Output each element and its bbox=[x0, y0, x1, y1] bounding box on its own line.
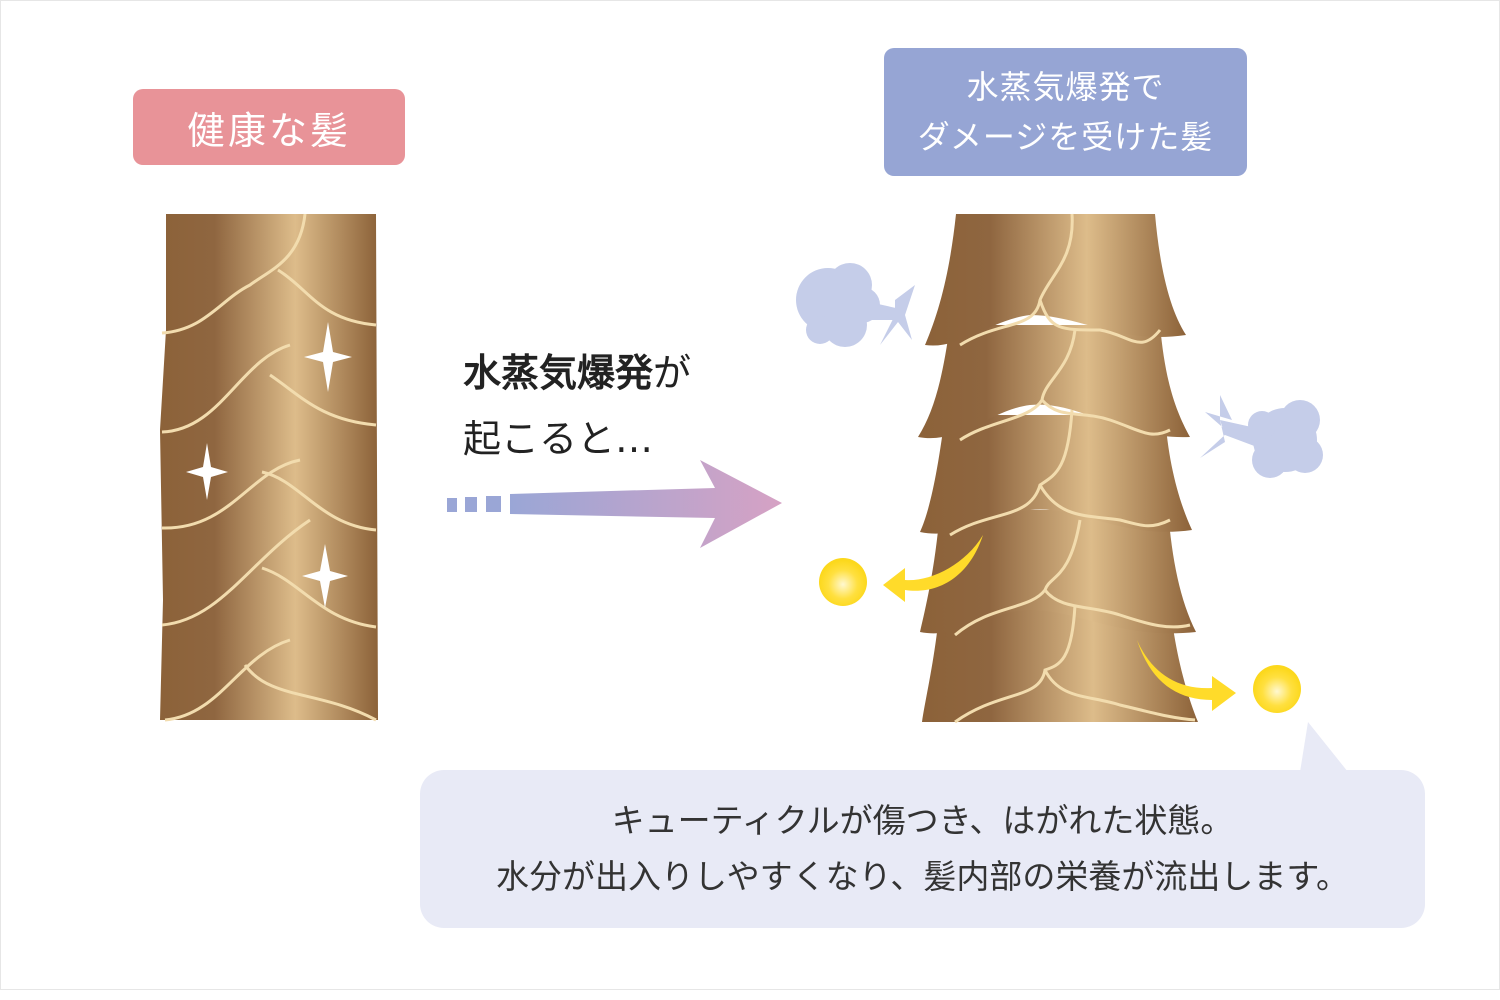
sparkle-icons bbox=[186, 322, 352, 608]
explanation-callout: キューティクルが傷つき、はがれた状態。 水分が出入りしやすくなり、髪内部の栄養が… bbox=[420, 770, 1425, 928]
steam-cloud-icon-left bbox=[796, 263, 915, 347]
healthy-hair bbox=[160, 213, 378, 722]
cause-line2: 起こると… bbox=[463, 417, 654, 461]
cause-text: 水蒸気爆発が 起こると… bbox=[463, 340, 691, 472]
damaged-label-line2: ダメージを受けた髪 bbox=[917, 118, 1214, 156]
steam-cloud-icon-right bbox=[1200, 395, 1323, 478]
transition-arrow bbox=[447, 460, 782, 548]
damaged-label-line1: 水蒸気爆発で bbox=[966, 68, 1165, 106]
outflow-arrow-left bbox=[883, 535, 983, 602]
callout-line1: キューティクルが傷つき、はがれた状態。 bbox=[611, 801, 1234, 840]
damaged-hair-label: 水蒸気爆発で ダメージを受けた髪 bbox=[884, 48, 1247, 176]
callout-pointer bbox=[1300, 722, 1348, 772]
nutrient-ball-right bbox=[1253, 665, 1301, 713]
nutrient-ball-left bbox=[819, 558, 867, 606]
damaged-hair bbox=[796, 213, 1323, 724]
healthy-label-text: 健康な髪 bbox=[186, 108, 351, 153]
outflow-arrow-right bbox=[1137, 640, 1236, 711]
cause-suffix: が bbox=[653, 351, 692, 395]
cause-bold: 水蒸気爆発 bbox=[463, 351, 654, 395]
healthy-hair-label: 健康な髪 bbox=[133, 89, 405, 165]
callout-line2: 水分が出入りしやすくなり、髪内部の栄養が流出します。 bbox=[495, 857, 1350, 896]
